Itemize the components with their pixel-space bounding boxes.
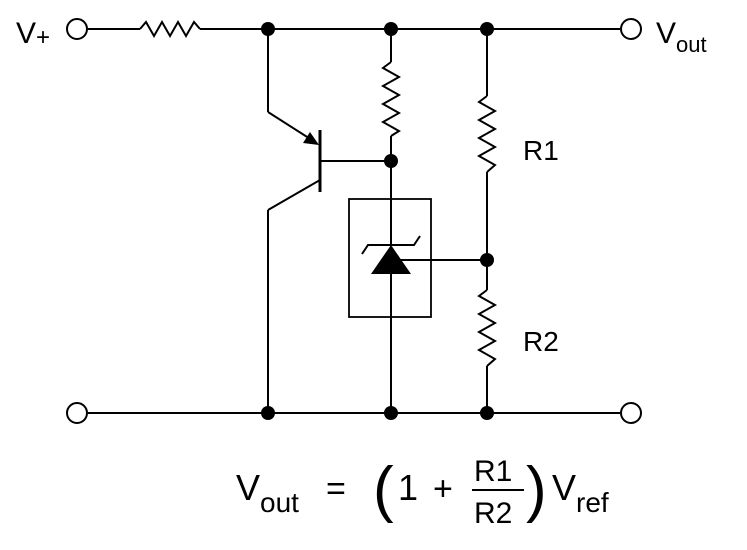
junction-dot: [261, 406, 275, 420]
divider-branch: [476, 29, 498, 413]
series-resistor: [139, 19, 201, 39]
bias-resistor: [380, 61, 402, 137]
formula-one: 1: [398, 467, 418, 508]
r1-resistor: [476, 95, 498, 173]
output-voltage-formula: Vout = ( 1 + R1 R2 ) Vref: [236, 455, 609, 530]
formula-rhs: Vref: [552, 467, 609, 518]
junction-dot: [480, 253, 494, 267]
junction-dot: [261, 22, 275, 36]
formula-lhs: Vout: [236, 467, 299, 518]
ground-left-terminal[interactable]: [66, 402, 88, 424]
r2-resistor: [476, 289, 498, 367]
formula-equals: =: [326, 470, 346, 508]
zener-cathode-bar: [361, 235, 421, 255]
emitter-arrow: [303, 132, 319, 145]
formula-plus: +: [433, 470, 453, 508]
junction-dot: [384, 154, 398, 168]
reference-branch: [348, 29, 487, 413]
junction-dot: [384, 22, 398, 36]
pass-transistor: [267, 29, 391, 413]
formula-denominator: R2: [474, 497, 512, 530]
junctions: [261, 22, 494, 420]
top-rail: [88, 19, 620, 39]
formula-open-paren: (: [373, 455, 394, 524]
vplus-terminal[interactable]: [66, 18, 88, 40]
r2-label: R2: [523, 326, 559, 357]
vout-terminal[interactable]: [620, 18, 642, 40]
junction-dot: [480, 22, 494, 36]
r1-label: R1: [523, 135, 559, 166]
vout-label: Vout: [656, 17, 707, 57]
junction-dot: [480, 406, 494, 420]
vplus-label: V+: [16, 17, 50, 51]
formula-numerator: R1: [474, 455, 512, 488]
ground-right-terminal[interactable]: [620, 402, 642, 424]
junction-dot: [384, 406, 398, 420]
formula-close-paren: ): [526, 455, 547, 524]
